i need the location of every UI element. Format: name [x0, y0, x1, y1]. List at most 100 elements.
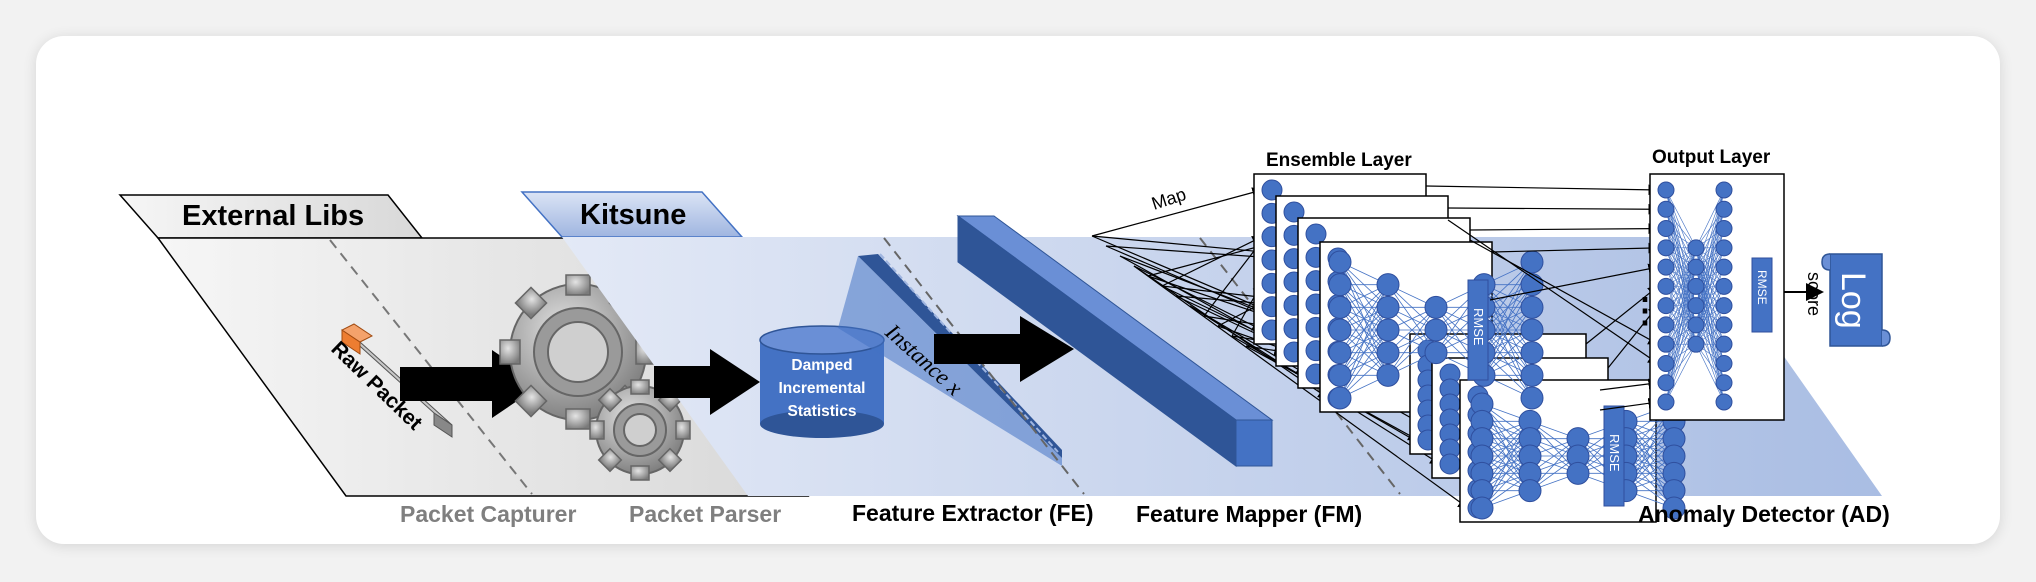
output-autoencoder: RMSE	[1649, 173, 1785, 421]
neuron-node	[1328, 318, 1352, 342]
fe-arrow	[934, 316, 1074, 382]
neuron-node	[1261, 179, 1283, 201]
output-arrow	[1447, 219, 1659, 365]
neuron-node	[1520, 318, 1544, 342]
neuron-node	[1687, 297, 1705, 315]
stats-line-2: Incremental	[778, 380, 865, 397]
neuron-link	[1339, 284, 1389, 353]
neuron-node	[1424, 341, 1448, 365]
output-arrow	[1489, 263, 1660, 301]
rmse-label: RMSE	[1471, 308, 1486, 346]
output-arrow	[1447, 203, 1660, 215]
neuron-link	[1665, 247, 1697, 306]
neuron-node	[1657, 200, 1675, 218]
neuron-node	[1715, 335, 1733, 353]
rmse-label: RMSE	[1607, 434, 1622, 472]
neuron-node	[1657, 239, 1675, 257]
output-arrow	[1469, 223, 1660, 235]
rmse-block	[1467, 279, 1489, 381]
neuron-node	[1470, 496, 1494, 520]
neuron-node	[1715, 354, 1733, 372]
stats-line-3: Statistics	[788, 403, 857, 420]
neuron-node	[1657, 335, 1675, 353]
neuron-node	[1520, 341, 1544, 365]
neuron-node	[1715, 277, 1733, 295]
map-arrow	[1091, 187, 1264, 237]
external-libs-region: External Libs Raw Packet	[118, 194, 810, 527]
feature-mapper-block	[956, 215, 1274, 467]
neuron-node	[1283, 201, 1305, 223]
neuron-node	[1328, 341, 1352, 365]
neuron-link	[1529, 438, 1579, 491]
neuron-node	[1687, 239, 1705, 257]
score-label: score	[1804, 272, 1824, 316]
output-arrow	[1599, 397, 1660, 411]
stats-line-1: Damped	[791, 357, 852, 374]
neuron-node	[1715, 200, 1733, 218]
parse-arrow	[654, 349, 760, 415]
neuron-node	[1566, 461, 1590, 485]
log-scroll-icon	[1821, 253, 1891, 347]
anomaly-detector-label: Anomaly Detector (AD)	[1638, 501, 1890, 527]
neuron-node	[1662, 496, 1686, 520]
output-arrow	[1599, 378, 1660, 391]
damped-statistics-database: Damped Incremental Statistics	[759, 325, 885, 438]
neuron-node	[1657, 354, 1675, 372]
gear-small-icon	[589, 379, 691, 481]
neuron-link	[1481, 421, 1531, 474]
kitsune-region: Kitsune Damped Incremental Statistics In…	[520, 147, 1891, 527]
output-arrow	[1425, 184, 1660, 196]
neuron-node	[1657, 393, 1675, 411]
rmse-label: RMSE	[1755, 270, 1769, 305]
neuron-node	[1657, 258, 1675, 276]
neuron-node	[1376, 273, 1400, 297]
output-layer-title: Output Layer	[1652, 147, 1771, 168]
feature-extractor-label: Feature Extractor (FE)	[852, 500, 1094, 526]
neuron-node	[1715, 258, 1733, 276]
kitsune-title: Kitsune	[580, 199, 686, 231]
neuron-node	[1657, 316, 1675, 334]
neuron-link	[1339, 329, 1389, 399]
neuron-link	[1387, 307, 1437, 376]
neuron-node	[1715, 393, 1733, 411]
neuron-node	[1657, 374, 1675, 392]
neuron-node	[1328, 250, 1352, 274]
rmse-block	[1751, 257, 1773, 333]
neuron-node	[1376, 341, 1400, 365]
neuron-node	[1376, 295, 1400, 319]
neuron-node	[1715, 297, 1733, 315]
neuron-node	[1657, 220, 1675, 238]
output-arrow	[1491, 242, 1660, 254]
neuron-node	[1520, 363, 1544, 387]
neuron-link	[1695, 286, 1725, 345]
neuron-node	[1715, 239, 1733, 257]
neuron-node	[1424, 295, 1448, 319]
neuron-node	[1328, 386, 1352, 410]
neuron-node	[1520, 295, 1544, 319]
capture-arrow	[400, 350, 542, 418]
neuron-node	[1715, 316, 1733, 334]
neuron-node	[1715, 374, 1733, 392]
packet-capturer-label: Packet Capturer	[400, 501, 576, 527]
neuron-node	[1328, 295, 1352, 319]
neuron-node	[1328, 273, 1352, 297]
neuron-link	[1665, 189, 1697, 248]
neuron-node	[1657, 297, 1675, 315]
neuron-node	[1715, 220, 1733, 238]
neuron-node	[1687, 335, 1705, 353]
neuron-node	[1518, 479, 1542, 503]
neuron-link	[1695, 344, 1725, 403]
neuron-node	[1715, 181, 1733, 199]
ensemble-layer-title: Ensemble Layer	[1266, 150, 1412, 171]
map-label: Map	[1149, 184, 1188, 214]
neuron-node	[1376, 318, 1400, 342]
neuron-link	[1625, 438, 1675, 491]
ellipsis: ⋮	[1628, 292, 1662, 330]
feature-mapper-label: Feature Mapper (FM)	[1136, 501, 1362, 527]
neuron-node	[1305, 223, 1327, 245]
neuron-link	[1483, 307, 1533, 376]
neuron-node	[1687, 316, 1705, 334]
neuron-node	[1439, 453, 1461, 475]
divider-dashed-fe	[883, 237, 1085, 495]
